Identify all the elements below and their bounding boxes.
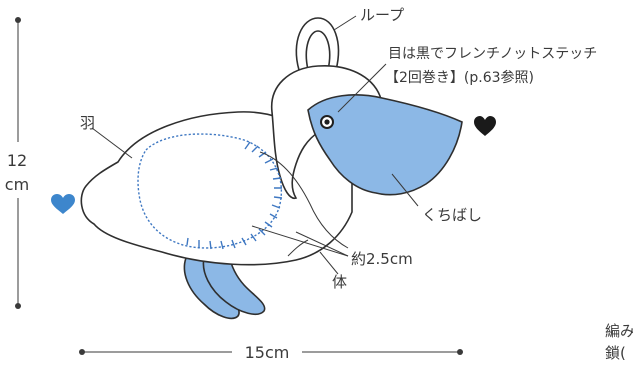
edge-text-line1: 編み xyxy=(605,322,633,340)
loop-label: ループ xyxy=(360,6,404,24)
legs xyxy=(183,254,266,320)
wing-label: 羽 xyxy=(80,114,95,132)
leader-gap-b xyxy=(251,225,349,257)
neck-seam xyxy=(259,151,349,249)
leader-eye xyxy=(337,63,387,113)
leader-wing xyxy=(91,127,133,159)
leg-seam xyxy=(287,239,309,257)
beak-label: くちばし xyxy=(422,206,482,224)
leg-front xyxy=(202,254,266,315)
width-value: 15cm xyxy=(245,343,290,362)
eye xyxy=(320,115,334,129)
height-unit: cm xyxy=(5,175,29,194)
leader-lines xyxy=(91,15,419,275)
wing-shape xyxy=(138,134,282,248)
body-label: 体 xyxy=(332,273,347,291)
width-dimension: 15cm xyxy=(79,343,463,362)
gap-label: 約2.5cm xyxy=(351,250,413,268)
eye-note-label: 目は黒でフレンチノットステッチ xyxy=(388,46,597,62)
wing-blanket-stitches xyxy=(186,141,283,250)
leader-loop xyxy=(333,15,357,31)
edge-text-line2: 鎖( xyxy=(605,344,626,362)
leader-body xyxy=(319,251,339,275)
leader-gap-a xyxy=(295,231,349,257)
height-value: 12 xyxy=(7,151,27,170)
blue-heart-icon xyxy=(51,194,75,214)
eye-reference-label: 【2回巻き】(p.63参照) xyxy=(385,69,534,86)
hanging-loop xyxy=(295,17,340,71)
beak-shape xyxy=(307,94,463,196)
black-heart-icon xyxy=(474,116,496,136)
height-dimension: 12 cm xyxy=(5,17,29,309)
leader-beak xyxy=(391,173,419,207)
wing xyxy=(137,133,283,250)
